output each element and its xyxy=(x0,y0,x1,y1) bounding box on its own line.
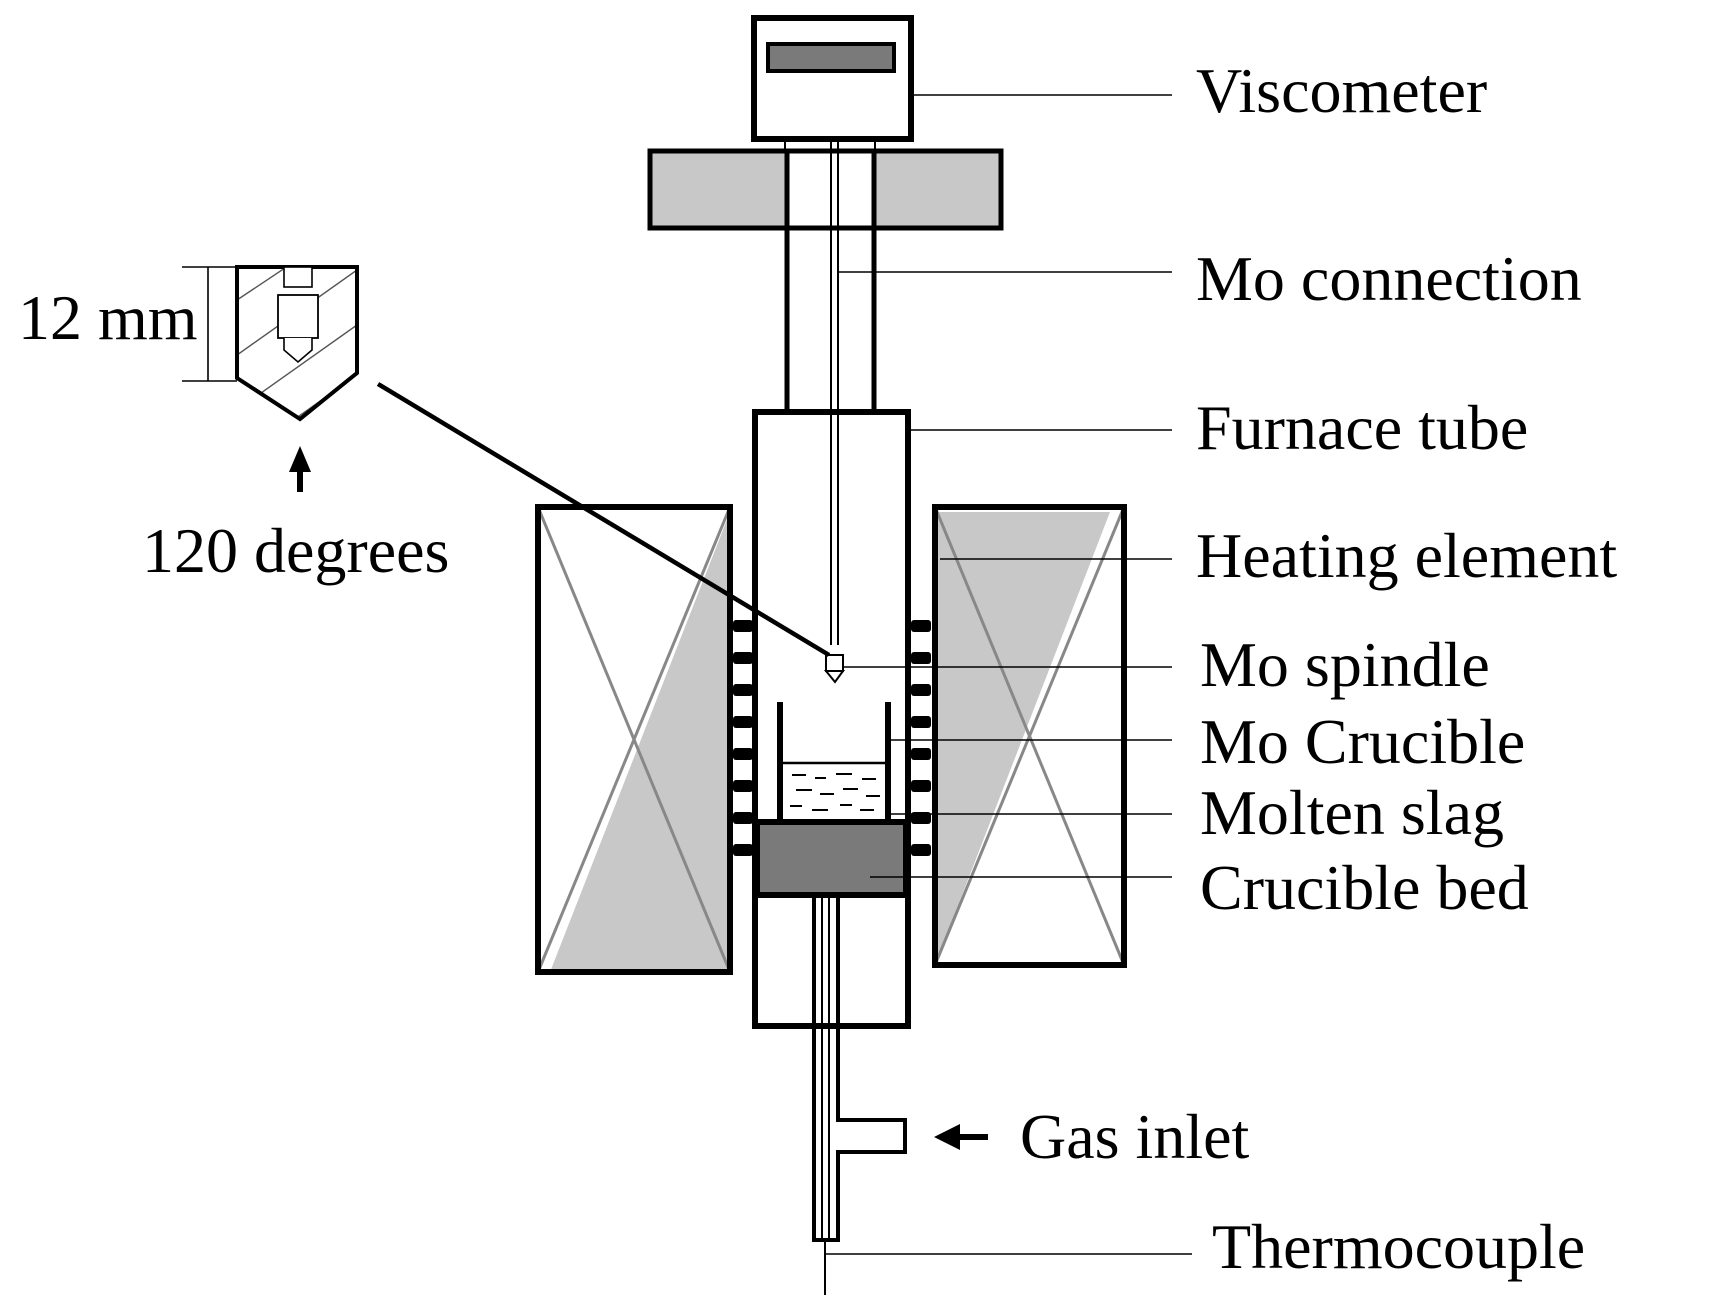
label-crucible-bed: Crucible bed xyxy=(1200,852,1529,923)
label-furnace-tube: Furnace tube xyxy=(1196,392,1528,463)
heating-coil-left xyxy=(733,620,753,856)
mo-spindle xyxy=(823,654,845,684)
mounting-plate xyxy=(647,148,1004,231)
heating-element-left xyxy=(535,504,733,975)
label-mo-crucible: Mo Crucible xyxy=(1200,706,1525,777)
label-molten-slag: Molten slag xyxy=(1200,777,1504,848)
detail-connector-line xyxy=(376,382,831,657)
label-spindle-height: 12 mm xyxy=(18,282,198,353)
angle-arrow-icon xyxy=(289,446,311,492)
label-spindle-angle: 120 degrees xyxy=(142,515,449,586)
molten-slag xyxy=(780,761,888,811)
viscometer xyxy=(751,15,914,142)
heating-coil-right xyxy=(911,620,931,856)
label-gas-inlet: Gas inlet xyxy=(1020,1101,1250,1172)
label-mo-connection: Mo connection xyxy=(1196,243,1582,314)
label-mo-spindle: Mo spindle xyxy=(1200,629,1490,700)
crucible-bed xyxy=(754,819,909,898)
gas-inlet-tube xyxy=(812,895,907,1242)
label-thermocouple: Thermocouple xyxy=(1212,1211,1585,1282)
label-heating-element: Heating element xyxy=(1196,520,1617,591)
gas-inlet-arrow-icon xyxy=(934,1124,988,1150)
heating-element-right xyxy=(932,504,1127,968)
mo-connection-rod xyxy=(830,139,839,645)
label-viscometer: Viscometer xyxy=(1196,55,1487,126)
furnace-tube xyxy=(752,409,911,1029)
leader-lines xyxy=(825,94,1192,1255)
spindle-detail xyxy=(182,265,359,422)
